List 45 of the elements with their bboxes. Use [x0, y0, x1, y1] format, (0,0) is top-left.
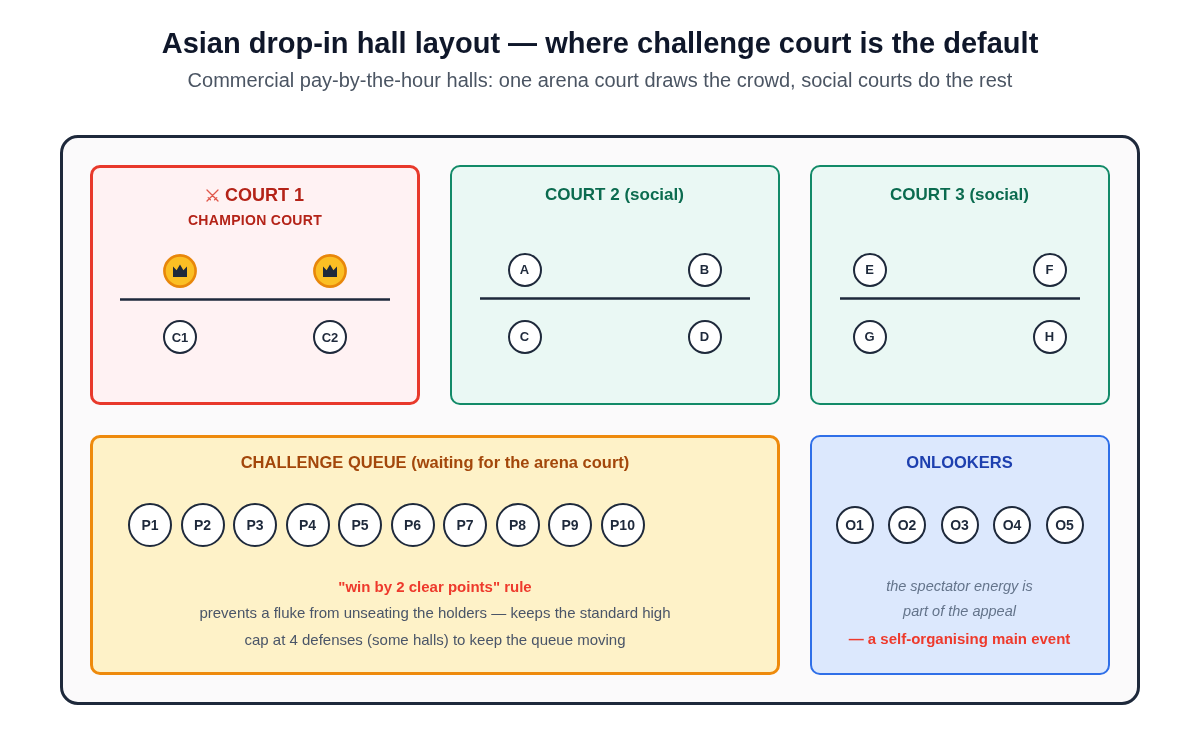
- player-token: P8: [495, 503, 540, 547]
- section-title: CHALLENGE QUEUE (waiting for the arena court): [240, 452, 630, 473]
- player-token: P3: [233, 503, 277, 547]
- court-area: [450, 165, 780, 405]
- court-area: [90, 165, 420, 405]
- player-token: E: [852, 252, 887, 287]
- player-token: C2: [313, 320, 347, 354]
- player-token: O5: [1045, 505, 1084, 544]
- hall-floor: [60, 135, 1140, 705]
- diagram-subtitle: Commercial pay-by-the-hour halls: one arena court draws the crowd, social courts do the rest: [187, 68, 1013, 92]
- player-token: P10: [600, 503, 645, 547]
- player-token: P7: [443, 503, 487, 547]
- player-token: C1: [163, 320, 197, 354]
- player-token: A: [507, 252, 542, 287]
- player-token: P9: [548, 503, 592, 547]
- player-token: P1: [128, 503, 172, 547]
- player-token: P5: [338, 503, 382, 547]
- court-title: COURT 1: [225, 184, 304, 206]
- player-token: O1: [835, 505, 874, 544]
- player-token: F: [1032, 252, 1067, 287]
- note-text: the spectator energy is part of the appeal: [885, 577, 1034, 621]
- player-token: P2: [180, 503, 225, 547]
- court-area: [810, 165, 1110, 405]
- player-token: G: [852, 319, 887, 354]
- player-token: O3: [940, 505, 979, 544]
- court-subtitle: CHAMPION COURT: [187, 211, 323, 229]
- queue-area: [90, 435, 780, 675]
- player-token: O4: [993, 505, 1031, 544]
- rule-note: "win by 2 clear points" rule: [338, 577, 532, 597]
- player-token: D: [687, 319, 722, 354]
- player-token: B: [687, 252, 722, 287]
- section-title: ONLOOKERS: [906, 451, 1013, 473]
- player-token: P6: [390, 503, 435, 547]
- highlight-note: — a self-organising main event: [848, 628, 1071, 649]
- court-title: COURT 3 (social): [890, 183, 1029, 206]
- crown-icon: [313, 254, 347, 288]
- player-token: O2: [888, 505, 926, 544]
- court-title: COURT 2 (social): [545, 183, 684, 206]
- player-token: C: [507, 319, 542, 354]
- crown-icon: [163, 254, 197, 288]
- player-token: P4: [285, 503, 330, 547]
- note-text: prevents a fluke from unseating the holders — keeps the standard high cap at 4 defenses (some halls) to keep the queue moving: [198, 602, 672, 650]
- player-token: H: [1032, 319, 1067, 354]
- diagram-title: Asian drop-in hall layout — where challenge court is the default: [161, 26, 1039, 61]
- onlooker-area: [810, 435, 1110, 675]
